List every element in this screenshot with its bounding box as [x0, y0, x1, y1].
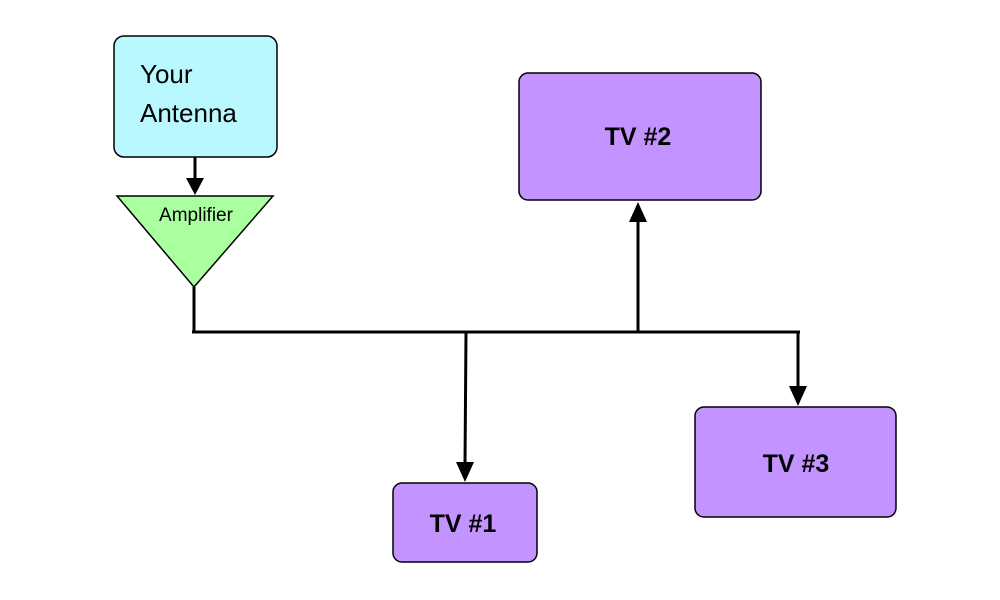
antenna-node: Your Antenna — [113, 35, 278, 158]
tv3-box — [694, 406, 897, 518]
antenna-box — [113, 35, 278, 158]
antenna-to-amplifier-arrowhead — [186, 178, 204, 195]
bus-to-tv3-arrowhead — [789, 386, 807, 406]
bus-to-tv1-arrowhead — [456, 462, 474, 482]
bus-to-tv2-arrowhead — [629, 202, 647, 222]
bus-to-tv1-line — [463, 331, 468, 466]
tv1-node: TV #1 — [392, 482, 538, 563]
antenna-label-line1: Your — [140, 59, 193, 89]
tv2-node: TV #2 — [518, 72, 762, 201]
tv2-label: TV #2 — [605, 123, 672, 151]
tv2-box — [518, 72, 762, 201]
amplifier-label: Amplifier — [159, 205, 234, 226]
tv3-label: TV #3 — [763, 450, 830, 478]
antenna-label-line2: Antenna — [140, 98, 237, 128]
tv1-box — [392, 482, 538, 563]
tv1-label: TV #1 — [430, 510, 497, 538]
amplifier-node: Amplifier — [115, 195, 275, 289]
amplifier-triangle — [115, 195, 275, 289]
tv3-node: TV #3 — [694, 406, 897, 518]
